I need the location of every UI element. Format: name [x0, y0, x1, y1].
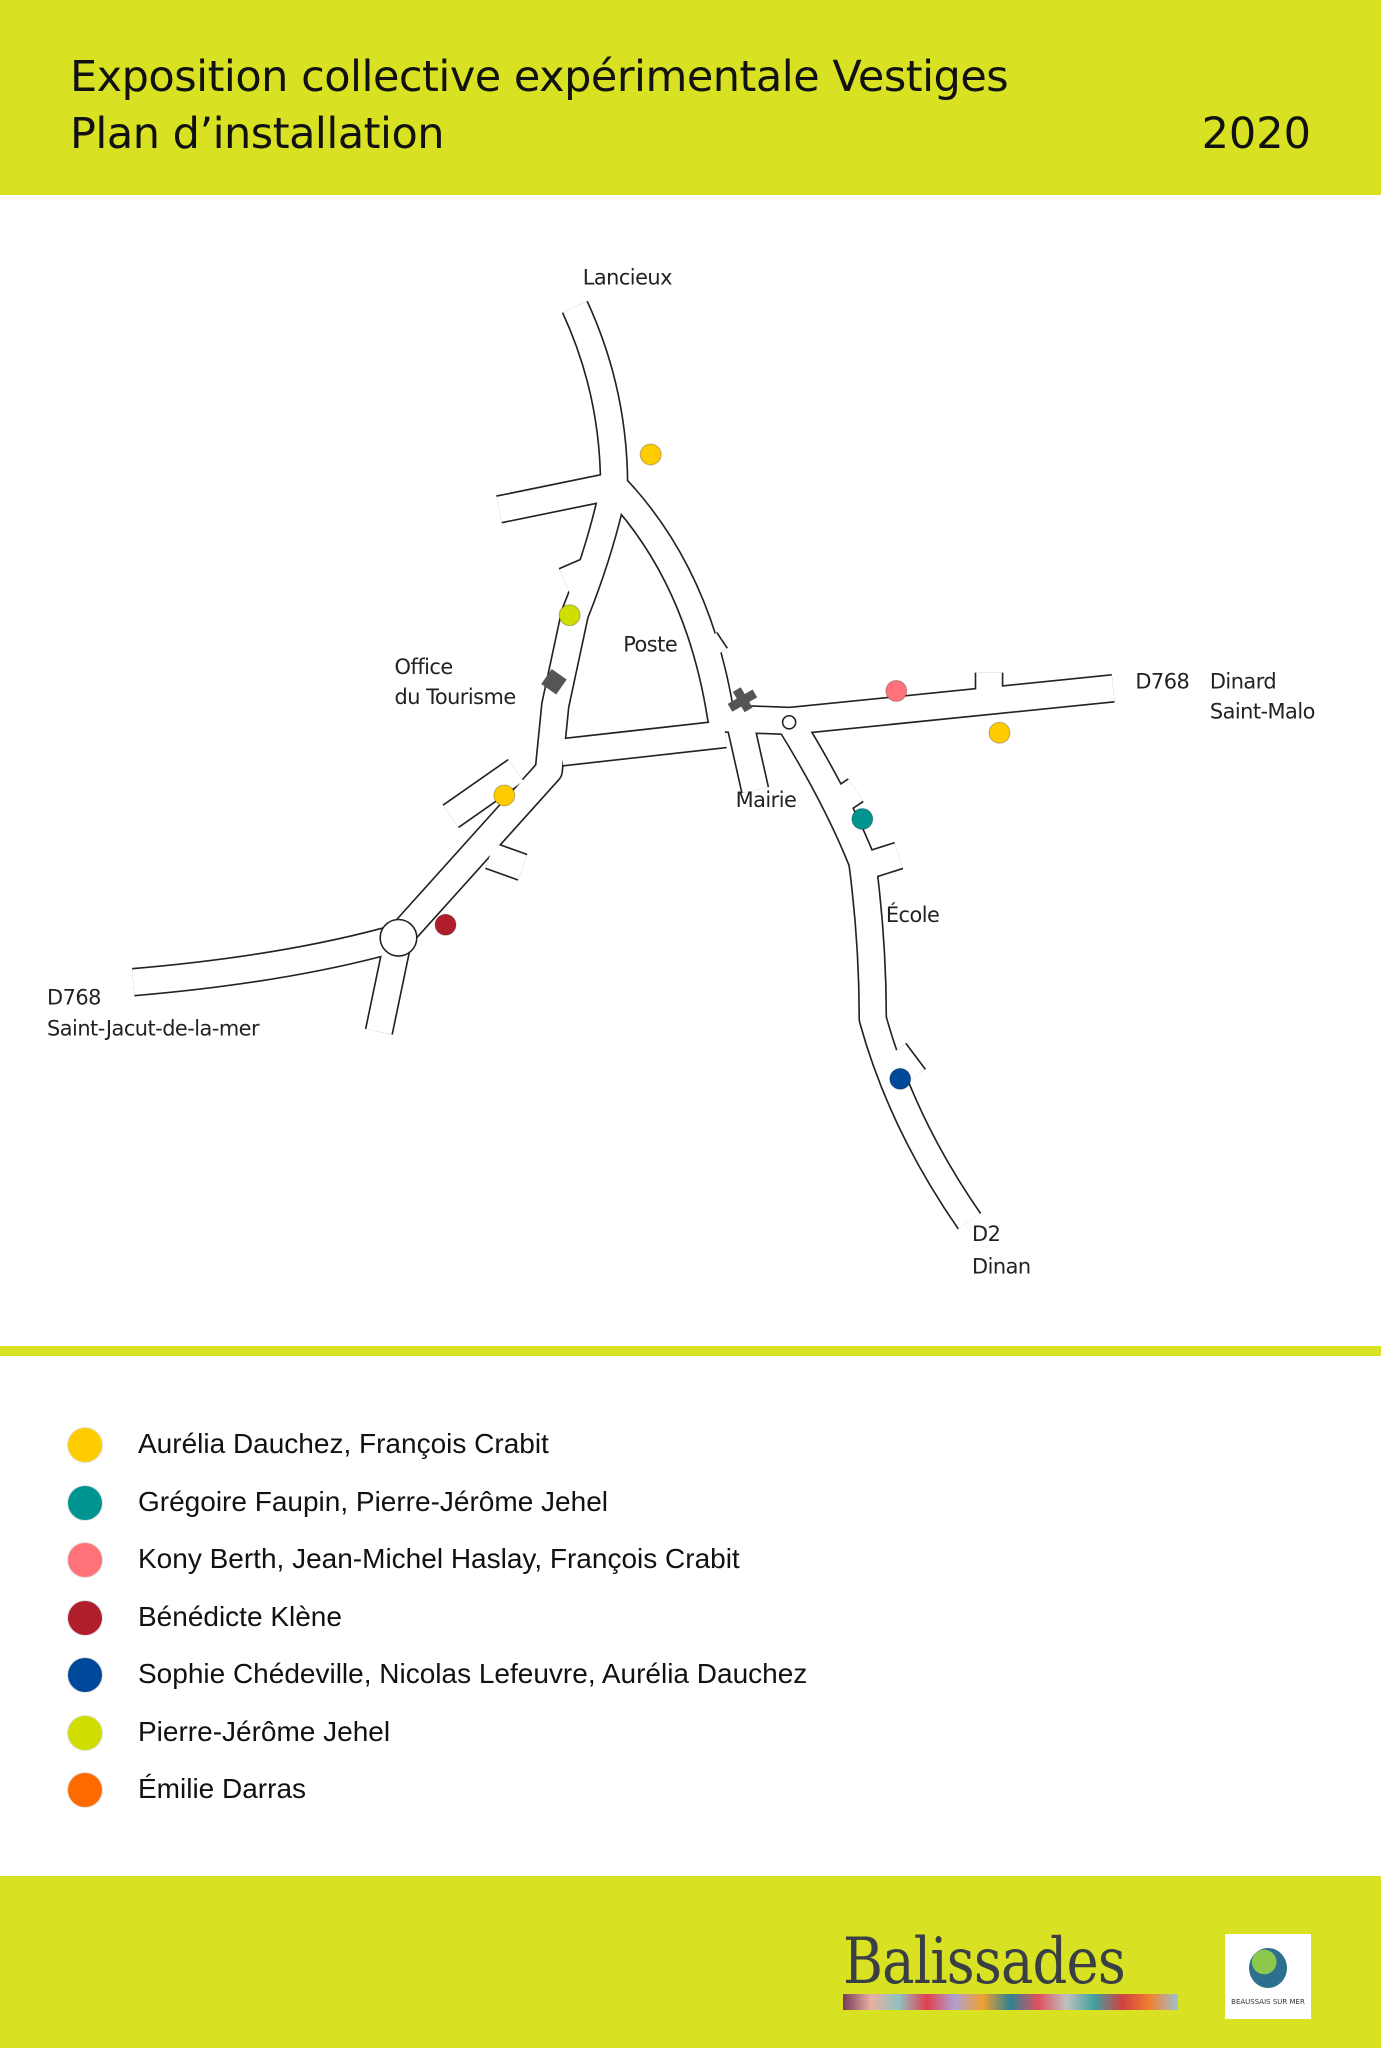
roundabout-west: [379, 918, 418, 957]
legend-color-dot: [68, 1543, 102, 1577]
marker-lime: [558, 604, 581, 627]
marker-yellow: [988, 721, 1011, 744]
balissades-logo: Balissades: [843, 1925, 1178, 2010]
label-office: Office: [395, 655, 453, 679]
installation-markers: [434, 443, 1011, 1090]
legend-color-dot: [68, 1773, 102, 1807]
church-building-icon: [727, 687, 758, 713]
legend-color-dot: [68, 1428, 102, 1462]
legend-color-dot: [68, 1715, 102, 1750]
label-d768-west: D768: [47, 985, 101, 1009]
balissades-logo-band: [843, 1994, 1178, 2010]
marker-yellow: [639, 443, 662, 466]
roundabout-east: [781, 714, 797, 730]
legend-label: Grégoire Faupin, Pierre-Jérôme Jehel: [138, 1485, 608, 1517]
label-saint-malo: Saint-Malo: [1210, 699, 1315, 723]
commune-logo-text: BEAUSSAIS SUR MER: [1231, 1998, 1305, 2006]
divider: [0, 1346, 1381, 1356]
label-tourisme: du Tourisme: [395, 685, 516, 709]
label-lancieux: Lancieux: [583, 266, 672, 290]
label-saint-jacut: Saint-Jacut-de-la-mer: [47, 1017, 260, 1041]
roads: [132, 300, 1115, 1230]
label-poste: Poste: [623, 633, 677, 657]
page-subtitle: Plan d’installation: [70, 109, 445, 159]
legend-color-dot: [68, 1485, 102, 1520]
marker-pink: [885, 679, 908, 702]
map-labels: Lancieux Office du Tourisme Poste D768 D…: [47, 266, 1315, 1279]
legend-color-dot: [68, 1658, 102, 1692]
legend-label: Sophie Chédeville, Nicolas Lefeuvre, Aur…: [138, 1658, 808, 1689]
marker-red: [434, 913, 457, 936]
label-d768-east: D768: [1135, 669, 1189, 693]
legend-label: Pierre-Jérôme Jehel: [138, 1715, 391, 1747]
legend-label: Émilie Darras: [138, 1773, 307, 1804]
label-mairie: Mairie: [736, 788, 797, 812]
label-ecole: École: [886, 902, 940, 927]
legend-label: Kony Berth, Jean-Michel Haslay, François…: [138, 1543, 740, 1574]
beaussais-sur-mer-logo: BEAUSSAIS SUR MER: [1225, 1934, 1311, 2019]
page-title: Exposition collective expérimentale Vest…: [70, 52, 1009, 102]
legend-color-dot: [68, 1600, 102, 1635]
marker-yellow: [493, 784, 516, 807]
commune-emblem-icon: [1249, 1948, 1287, 1988]
footer-banner: Balissades BEAUSSAIS SUR MER: [0, 1876, 1381, 2048]
marker-teal: [851, 807, 874, 830]
legend-label: Bénédicte Klène: [138, 1600, 342, 1632]
label-dinard: Dinard: [1210, 669, 1276, 693]
balissades-logo-text: Balissades: [843, 1925, 1126, 1999]
header-banner: Exposition collective expérimentale Vest…: [0, 0, 1381, 195]
marker-blue: [889, 1067, 912, 1090]
legend-label: Aurélia Dauchez, François Crabit: [138, 1428, 549, 1459]
year: 2020: [1201, 109, 1311, 159]
label-d2: D2: [972, 1222, 1000, 1246]
office-tourisme-building-icon: [541, 669, 567, 695]
label-dinan: Dinan: [972, 1254, 1031, 1278]
